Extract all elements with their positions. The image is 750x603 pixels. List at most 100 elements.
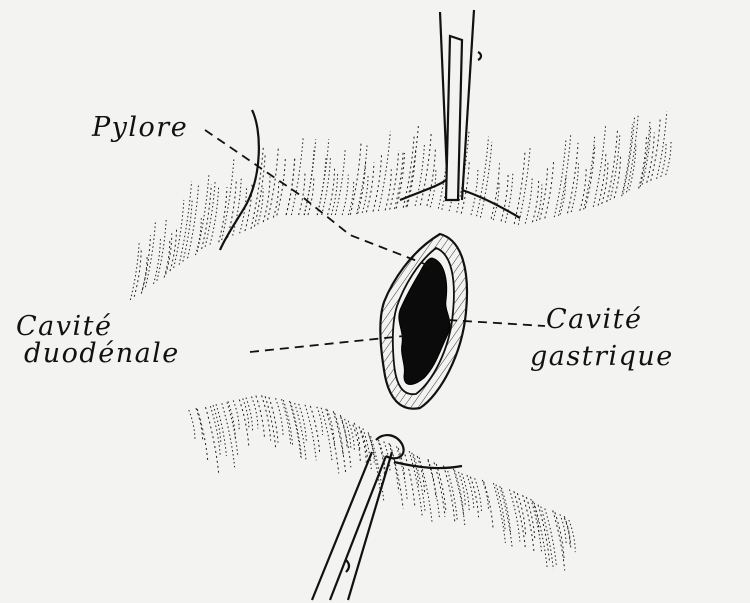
hatch-stroke <box>219 187 227 242</box>
hatch-stroke <box>568 143 579 213</box>
hatch-stroke <box>282 399 291 444</box>
hatch-stroke <box>647 133 655 183</box>
hatch-stroke <box>471 168 478 214</box>
hatch-stroke <box>134 250 141 297</box>
leader-pylore <box>205 130 430 266</box>
hatch-stroke <box>252 397 258 429</box>
hatch-stroke <box>317 139 328 215</box>
hatch-stroke <box>357 144 368 214</box>
hatch-stroke <box>350 144 361 215</box>
hatch-stroke <box>538 505 550 563</box>
hatch-stroke <box>179 181 191 264</box>
hatch-stroke <box>202 184 212 249</box>
hatch-stroke <box>642 127 651 185</box>
hatch-stroke <box>188 185 199 258</box>
hatch-stroke <box>227 402 238 456</box>
hatch-stroke <box>166 233 172 274</box>
hatch-stroke <box>276 398 283 435</box>
hatch-stroke <box>333 411 345 473</box>
hatch-stroke <box>322 156 331 215</box>
hatch-stroke <box>651 118 660 181</box>
hatch-stroke <box>629 143 636 190</box>
hatch-stroke <box>213 405 221 444</box>
hatch-stroke <box>130 241 139 300</box>
hatch-stroke <box>189 410 195 441</box>
hatch-stroke <box>262 395 271 440</box>
hatch-stroke <box>154 237 161 284</box>
hatch-stroke <box>505 171 513 222</box>
hatch-stroke <box>183 200 192 262</box>
hatch-stroke <box>340 415 347 449</box>
hatch-stroke <box>480 142 491 218</box>
hatch-stroke <box>517 493 525 534</box>
pylorus-fold <box>220 110 259 250</box>
hatch-stroke <box>385 169 391 210</box>
hatch-stroke <box>493 483 505 543</box>
hatch-stroke <box>470 477 478 518</box>
hatch-stroke <box>317 156 326 215</box>
hatch-stroke <box>622 124 633 196</box>
hatch-stroke <box>145 220 155 287</box>
hatch-stroke <box>335 413 344 456</box>
hatch-stroke <box>216 404 226 456</box>
hatch-stroke <box>610 135 620 200</box>
hatch-stroke <box>304 148 314 215</box>
label-cavite-duodenale-line2: duodénale <box>24 338 180 369</box>
hatch-stroke <box>614 156 620 198</box>
hatch-stroke <box>598 154 606 205</box>
hatch-stroke <box>273 182 278 217</box>
hatch-stroke <box>657 111 667 178</box>
hatch-stroke <box>626 114 638 193</box>
hatch-stroke <box>197 174 209 252</box>
hatch-stroke <box>493 181 499 220</box>
hatch-stroke <box>174 200 184 268</box>
hatch-stroke <box>482 480 488 511</box>
hatch-stroke <box>414 454 426 512</box>
label-cavite-gastrique-line2: gastrique <box>530 341 674 372</box>
leader-lines <box>205 130 545 352</box>
hatch-stroke <box>500 486 513 549</box>
hatch-stroke <box>341 417 351 467</box>
hatch-stroke <box>373 155 381 212</box>
pyloric-opening <box>380 234 467 409</box>
hatch-stroke <box>366 162 373 212</box>
hatch-stroke <box>326 409 339 474</box>
hatch-stroke <box>554 139 566 217</box>
hatch-stroke <box>265 396 276 449</box>
hatch-stroke <box>205 180 215 247</box>
hatch-stroke <box>409 451 422 516</box>
hatch-stroke <box>317 407 323 435</box>
hatch-stroke <box>197 409 208 462</box>
hatch-stroke <box>222 403 235 467</box>
hatch-stroke <box>444 466 455 522</box>
hatch-stroke <box>263 177 270 223</box>
hatch-stroke <box>327 410 334 446</box>
hatch-stroke <box>389 443 399 492</box>
hatch-stroke <box>553 510 565 570</box>
hatch-stroke <box>427 149 436 206</box>
hatch-stroke <box>593 125 605 207</box>
hatch-stroke <box>545 509 557 567</box>
hatch-stroke <box>228 401 235 438</box>
hatch-stroke <box>305 405 316 460</box>
hatch-stroke <box>477 137 489 216</box>
hatch-stroke <box>342 175 348 215</box>
label-pylore: Pylore <box>91 112 188 143</box>
hatch-stroke <box>602 163 608 204</box>
hatch-stroke <box>496 485 505 532</box>
hatch-stroke <box>299 172 305 215</box>
hatch-stroke <box>295 403 306 460</box>
hatch-stroke <box>407 150 415 207</box>
hatch-stroke <box>467 475 474 509</box>
hatch-stroke <box>526 497 535 540</box>
hatch-stroke <box>289 401 301 459</box>
hatch-stroke <box>436 464 446 513</box>
hatch-stroke <box>268 149 279 220</box>
hatch-stroke <box>459 472 466 505</box>
hatch-stroke <box>518 146 530 225</box>
hatch-stroke <box>661 142 666 177</box>
hatch-stroke <box>239 399 249 447</box>
hatch-stroke <box>210 187 219 244</box>
